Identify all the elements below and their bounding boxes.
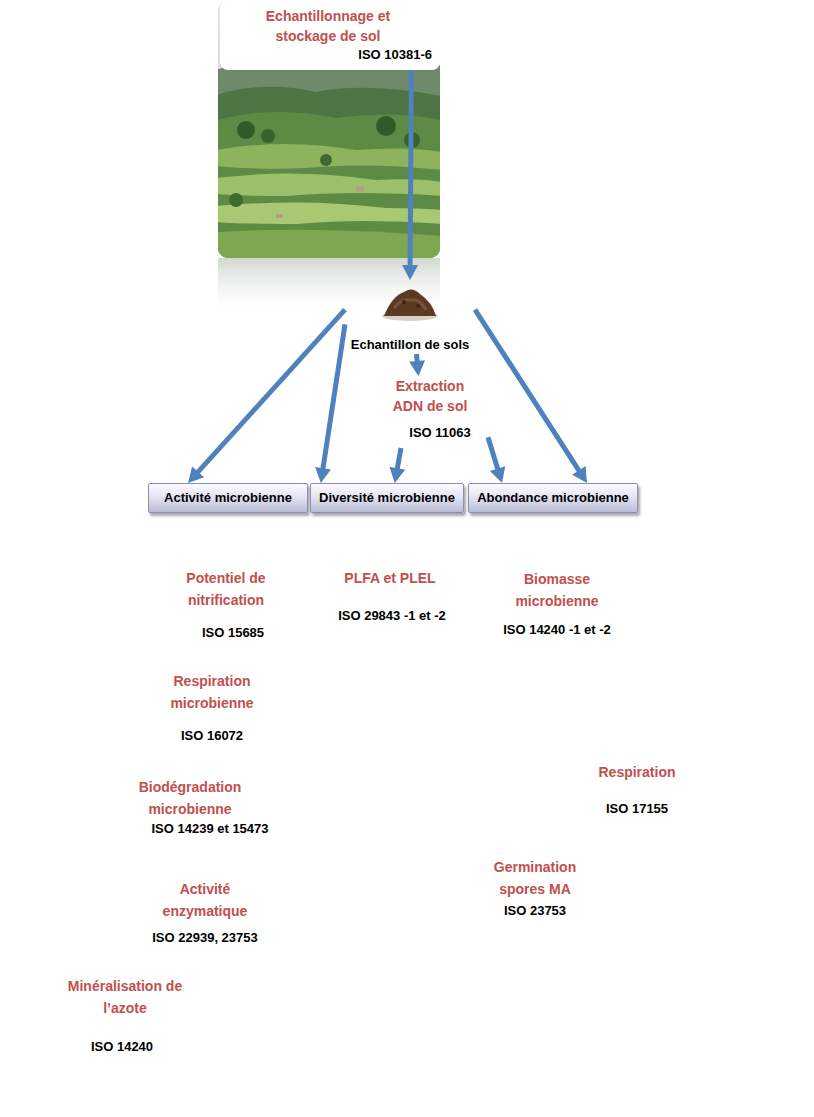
method-name: PLFA et PLEL: [325, 567, 455, 589]
method-name: Potentiel de nitrification: [171, 567, 281, 611]
method-name: Minéralisation de l’azote: [55, 975, 195, 1019]
arrow-shaft: [475, 310, 580, 472]
flow-arrow: [409, 354, 425, 376]
iso-code: ISO 10381-6: [228, 46, 432, 64]
iso-code: ISO 14240 -1 et -2: [503, 621, 611, 639]
flow-arrow: [488, 437, 505, 483]
method-name: Respiration: [582, 761, 692, 783]
arrow-head: [402, 265, 418, 280]
sampling-box: Echantillonnage et stockage de solISO 10…: [220, 0, 440, 70]
iso-code: ISO 29843 -1 et -2: [338, 607, 446, 625]
node-title: Abondance microbienne: [477, 489, 629, 507]
flow-arrow: [389, 448, 405, 483]
dna-extraction: Extraction ADN de solISO 11063: [372, 376, 488, 448]
soil-sample: Echantillon de sols: [345, 280, 475, 354]
arrow-shaft: [397, 448, 401, 470]
arrow-head: [315, 467, 331, 483]
arrow-head: [572, 466, 587, 483]
arrow-shaft: [410, 70, 411, 267]
iso-code: ISO 16072: [181, 727, 243, 745]
arrow-head: [389, 467, 405, 483]
soil-pile: [380, 282, 440, 322]
iso-code: ISO 14239 et 15473: [151, 820, 268, 838]
category-box: Abondance microbienne: [468, 483, 638, 513]
node-title: Extraction ADN de sol: [380, 376, 480, 416]
method-name: Respiration microbienne: [156, 670, 268, 714]
iso-code: ISO 15685: [202, 624, 264, 642]
node-title: Echantillon de sols: [351, 336, 469, 354]
node-title: Diversité microbienne: [319, 489, 455, 507]
arrow-shaft: [197, 310, 345, 474]
arrow-shaft: [323, 324, 345, 470]
method-name: Biodégradation microbienne: [125, 776, 255, 820]
node-title: Echantillonnage et stockage de sol: [248, 6, 408, 46]
flow-arrow: [188, 310, 345, 483]
category-box: Activité microbienne: [148, 483, 308, 513]
arrow-shaft: [488, 437, 498, 470]
arrow-head: [188, 467, 204, 483]
category-box: Diversité microbienne: [310, 483, 464, 513]
iso-code: ISO 14240: [91, 1038, 153, 1056]
method-name: Activité enzymatique: [155, 878, 255, 922]
iso-code: ISO 23753: [504, 902, 566, 920]
flow-arrow: [402, 70, 418, 280]
arrow-head: [490, 466, 505, 483]
iso-code: ISO 17155: [606, 800, 668, 818]
arrow-head: [409, 360, 425, 376]
method-name: Germination spores MA: [485, 856, 585, 900]
node-title: Activité microbienne: [164, 489, 292, 507]
flow-arrow: [315, 324, 345, 483]
iso-code: ISO 11063: [409, 424, 470, 442]
method-name: Biomasse microbienne: [502, 568, 612, 612]
iso-code: ISO 22939, 23753: [152, 929, 258, 947]
flow-arrow: [475, 310, 587, 483]
